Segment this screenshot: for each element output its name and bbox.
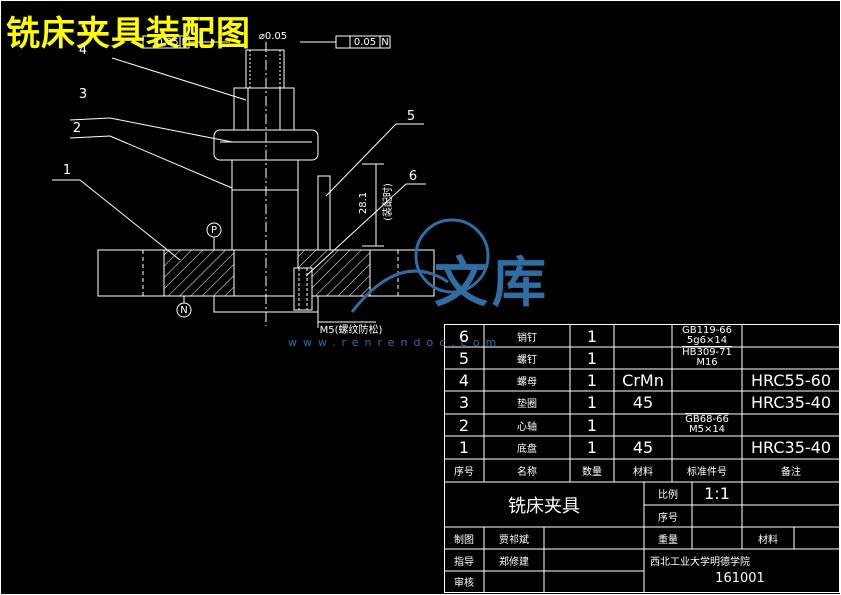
height-dimension: 28.1: [357, 191, 369, 215]
drawn-name: 贾祁斌: [499, 534, 529, 546]
bom-no: 2: [458, 415, 470, 435]
review-label: 审核: [454, 578, 474, 589]
watermark-text: 文库: [434, 251, 550, 314]
bom-qty: 1: [586, 348, 598, 368]
bom-name: 螺钉: [517, 354, 537, 366]
guide-name: 郑修建: [499, 556, 529, 568]
bom-qty: 1: [586, 326, 598, 346]
guide-label: 指导: [454, 556, 474, 568]
part-name: 铣床夹具: [508, 495, 580, 517]
balloon-1: 1: [62, 162, 72, 178]
bom-no: 4: [458, 370, 470, 390]
bom-name: 垫圈: [517, 399, 537, 410]
screw: [317, 175, 331, 251]
bom-name: 心轴: [517, 421, 537, 433]
bom-name: 螺母: [517, 376, 537, 388]
hex-nut: [233, 87, 295, 131]
base-section-left: [163, 249, 235, 297]
bom-header-material: 材料: [633, 467, 653, 478]
bom-note: [742, 414, 840, 436]
bom-qty: 1: [586, 370, 598, 390]
bom-qty: 1: [586, 438, 598, 457]
watermark-logo: [350, 218, 490, 313]
tol-left-value: 0.05: [156, 36, 179, 48]
balloon-2: 2: [72, 120, 82, 136]
bom-material: 45: [632, 438, 654, 457]
bom-material: CrMn: [622, 370, 664, 390]
bom-material: [614, 325, 672, 347]
bom-note: HRC35-40: [750, 393, 831, 412]
thread-note: M5(螺纹防松): [319, 324, 383, 336]
watermark-url: www.renrendoc.com: [288, 336, 503, 349]
mandrel: [231, 159, 299, 251]
bom-note: [742, 347, 840, 369]
school-name: 西北工业大学明德学院: [650, 556, 750, 568]
balloon-6: 6: [408, 168, 418, 184]
seq-label: 序号: [658, 512, 678, 524]
locating-pin: [293, 267, 313, 311]
bom-no: 3: [458, 393, 470, 412]
tol-diam-value: ⌀0.05: [258, 30, 288, 42]
bom-note: [742, 325, 840, 347]
drawing-number: 161001: [715, 570, 765, 586]
balloon-4: 4: [78, 42, 88, 58]
bom-header-std: 标准件号: [687, 467, 727, 478]
bom-header-qty: 数量: [582, 467, 602, 478]
bom-material: 45: [632, 393, 654, 412]
drawing-title: 铣床夹具装配图: [6, 14, 251, 54]
datum-n-label: N: [180, 304, 188, 316]
title-block-grid: [444, 324, 840, 593]
bom-name: 销钉: [517, 332, 537, 344]
datum-p-label: P: [210, 224, 218, 236]
bom-material: [614, 414, 672, 436]
bom-qty: 1: [586, 415, 598, 435]
height-note: (装配时): [382, 183, 394, 221]
bom-name: 底盘: [517, 444, 537, 455]
bom-no: 5: [458, 348, 470, 368]
drawn-label: 制图: [454, 534, 474, 546]
bom-no: 6: [458, 326, 470, 346]
scale-label: 比例: [658, 490, 678, 501]
bom-header-name: 名称: [517, 467, 537, 478]
weight-label: 重量: [658, 534, 678, 546]
tol-right-value: 0.05: [353, 36, 377, 48]
bom-qty: 1: [586, 393, 598, 412]
tol-left-ref: P: [181, 36, 188, 48]
tol-right-ref: N: [381, 36, 389, 48]
material-label: 材料: [758, 534, 778, 546]
balloon-5: 5: [406, 108, 416, 124]
bom-header-no: 序号: [454, 467, 474, 478]
scale-value: 1:1: [704, 484, 730, 503]
balloon-3: 3: [78, 86, 88, 102]
bom-note: HRC55-60: [750, 370, 831, 390]
bom-note: HRC35-40: [750, 438, 831, 457]
bom-no: 1: [458, 438, 470, 457]
bom-material: [614, 347, 672, 369]
bom-header-note: 备注: [781, 467, 801, 478]
threaded-stud: [245, 49, 285, 89]
